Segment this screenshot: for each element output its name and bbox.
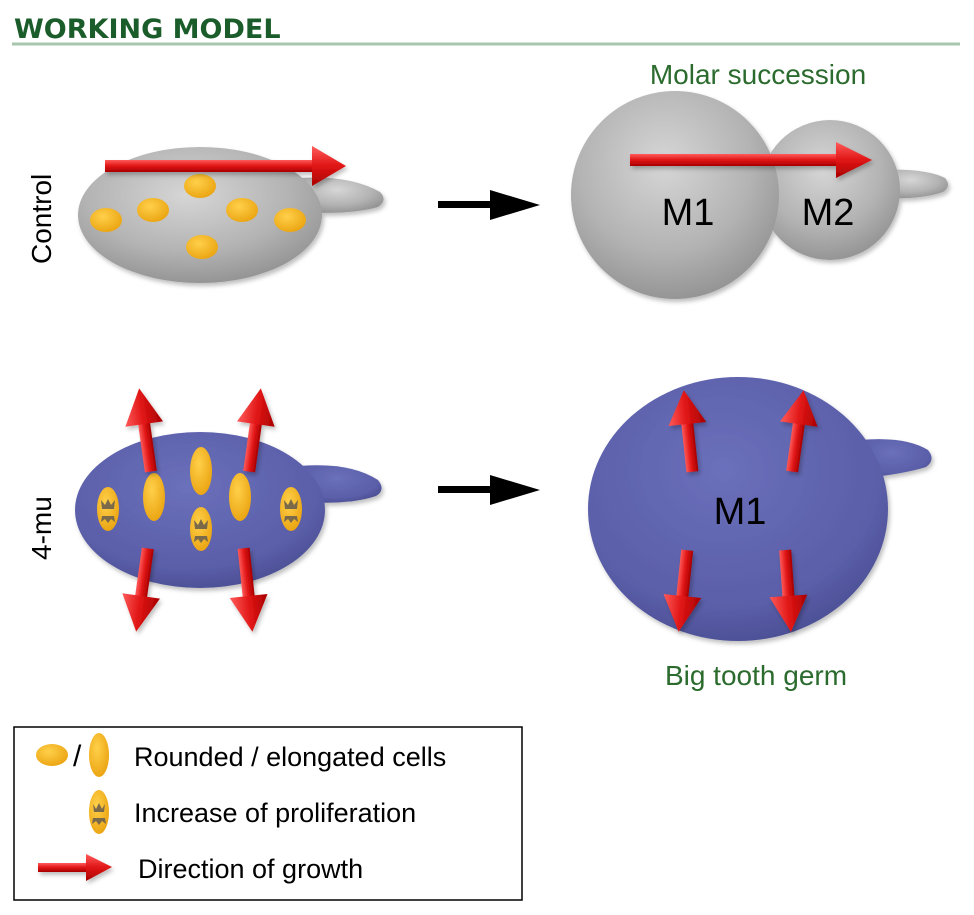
rounded-cell-icon bbox=[36, 744, 68, 766]
molar-succession-germ bbox=[571, 91, 949, 299]
big-tooth-germ bbox=[588, 377, 932, 641]
molar-growth-arrow bbox=[630, 142, 872, 178]
legend-item-proliferation: Increase of proliferation bbox=[89, 790, 416, 834]
caption-big-tooth-germ: Big tooth germ bbox=[665, 660, 847, 691]
elongated-cell-icon bbox=[89, 733, 109, 777]
rounded-cell bbox=[137, 198, 169, 222]
transition-arrow-4mu bbox=[438, 475, 540, 505]
mutant-tooth-germ bbox=[75, 432, 382, 588]
elongated-cell bbox=[143, 473, 165, 521]
red-arrow-icon bbox=[38, 854, 112, 881]
m2-label-control: M2 bbox=[802, 192, 855, 234]
big-germ-growth-arrows bbox=[663, 390, 818, 632]
control-growth-arrow bbox=[105, 146, 346, 186]
growth-arrow-up bbox=[125, 388, 163, 473]
legend-item-growth: Direction of growth bbox=[38, 854, 363, 884]
control-cells bbox=[90, 174, 306, 259]
big-germ-body bbox=[588, 377, 888, 641]
control-tail bbox=[300, 177, 384, 213]
m1-label-4mu: M1 bbox=[714, 491, 767, 533]
legend-label-proliferation: Increase of proliferation bbox=[134, 798, 416, 828]
growth-arrow-up bbox=[668, 390, 707, 473]
growth-arrow-down bbox=[769, 549, 808, 632]
growth-arrow-up bbox=[237, 388, 275, 473]
control-body bbox=[78, 147, 322, 283]
page-title: WORKING MODEL bbox=[14, 14, 281, 45]
m1-label-control: M1 bbox=[662, 192, 715, 234]
mitosis-icon bbox=[92, 803, 106, 825]
control-tooth-germ bbox=[78, 147, 384, 283]
rounded-cell bbox=[274, 208, 306, 232]
legend-label-growth: Direction of growth bbox=[138, 854, 363, 884]
m2-lobe bbox=[760, 120, 900, 260]
legend-separator: / bbox=[73, 740, 82, 773]
growth-arrow-down bbox=[663, 549, 702, 632]
legend-label-cells: Rounded / elongated cells bbox=[134, 742, 446, 772]
rounded-cell bbox=[226, 198, 258, 222]
elongated-cell bbox=[229, 473, 251, 521]
mutant-cells bbox=[97, 447, 302, 551]
transition-arrow-control bbox=[438, 190, 540, 220]
proliferating-cell bbox=[280, 487, 302, 531]
growth-arrow-up bbox=[780, 390, 818, 473]
growth-arrow-down bbox=[122, 547, 160, 632]
row-label-4mu: 4-mu bbox=[26, 496, 57, 560]
rounded-cell bbox=[90, 208, 122, 232]
mutant-growth-arrows bbox=[122, 388, 275, 632]
proliferating-cell bbox=[97, 487, 119, 531]
rounded-cell bbox=[186, 235, 218, 259]
caption-molar-succession: Molar succession bbox=[650, 59, 866, 90]
legend-item-cells: / Rounded / elongated cells bbox=[36, 733, 446, 777]
elongated-cell bbox=[190, 447, 212, 495]
row-label-control: Control bbox=[26, 174, 57, 264]
proliferating-cell bbox=[190, 507, 212, 551]
rounded-cell bbox=[184, 174, 216, 198]
growth-arrow-down bbox=[229, 547, 268, 632]
m1-lobe bbox=[571, 91, 779, 299]
